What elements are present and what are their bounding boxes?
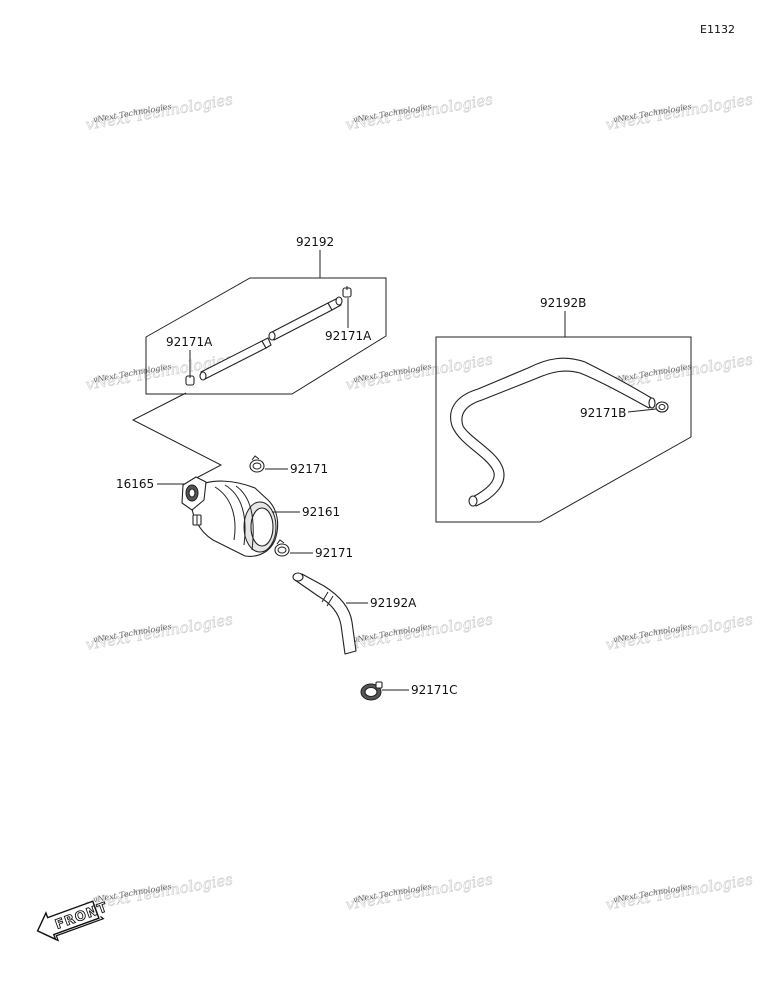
watermark: vNext Technologies vNext Technologies (84, 610, 235, 654)
straight-hose[interactable] (199, 296, 343, 381)
hose-end (468, 495, 478, 507)
connector-line (131, 392, 223, 485)
hose-kit-right-group: 92192B 92171B (435, 296, 692, 523)
label-clamp-top[interactable]: 92171 (290, 462, 328, 476)
label-clamp-upper-right[interactable]: 92171A (325, 329, 372, 343)
bent-hose[interactable] (450, 357, 656, 507)
label-clamp-right[interactable]: 92171B (580, 406, 626, 420)
watermark: vNext Technologies vNext Technologies (604, 90, 755, 134)
hose-end (648, 397, 656, 409)
watermark: vNext Technologies vNext Technologies (84, 90, 235, 134)
clamp-upper-left[interactable] (185, 374, 195, 386)
watermark: vNext Technologies vNext Technologies (604, 610, 755, 654)
watermark: vNext Technologies vNext Technologies (604, 870, 755, 914)
lower-hose[interactable] (292, 572, 357, 655)
watermark: vNext Technologies vNext Technologies (344, 90, 495, 134)
hose-kit-upper-group: 92192 92171A 92171A (145, 235, 387, 395)
label-clamp-bottom[interactable]: 92171 (315, 546, 353, 560)
clamp-bottom[interactable] (274, 539, 290, 557)
watermark: vNext Technologies vNext Technologies (344, 870, 495, 914)
label-clamp-upper-left[interactable]: 92171A (166, 335, 213, 349)
clamp-top[interactable] (249, 455, 265, 473)
clamp-upper-right[interactable] (342, 286, 352, 298)
label-hose-kit-upper[interactable]: 92192 (296, 235, 334, 249)
label-clamp-lower[interactable]: 92171C (411, 683, 458, 697)
leader-clamp-right (627, 408, 657, 413)
kit-bracket-upper (145, 277, 387, 395)
label-hose-kit-right[interactable]: 92192B (540, 296, 586, 310)
pump-assembly[interactable] (181, 476, 279, 557)
clamp-lower[interactable] (360, 681, 383, 701)
watermark: vNext Technologies vNext Technologies (344, 350, 495, 394)
diagram-code: E1132 (700, 23, 735, 36)
watermark: vNext Technologies vNext Technologies (344, 610, 495, 654)
clamp-right[interactable] (655, 401, 669, 413)
kit-bracket-right (435, 336, 692, 523)
label-pump-cover[interactable]: 92161 (302, 505, 340, 519)
label-hose-lower[interactable]: 92192A (370, 596, 417, 610)
label-pump-assembly[interactable]: 16165 (116, 477, 154, 491)
